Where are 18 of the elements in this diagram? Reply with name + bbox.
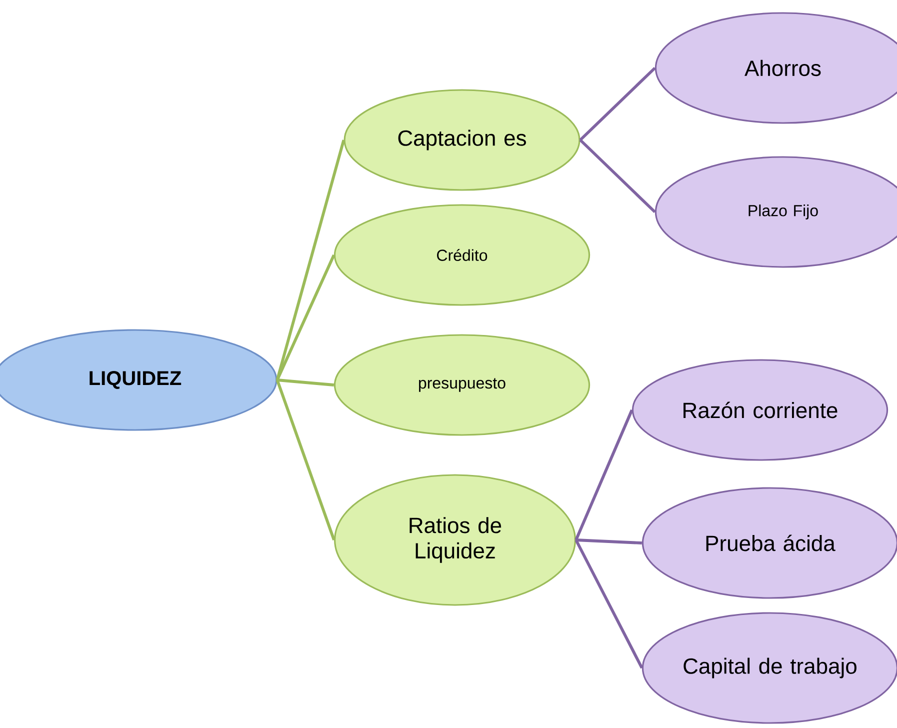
connector-line (276, 254, 336, 381)
connector-line (276, 380, 336, 540)
connector-line (276, 140, 346, 380)
connector-line (277, 378, 334, 386)
connector-line (576, 538, 642, 544)
ellipse-node: presupuesto (334, 334, 590, 436)
ellipse-node: Ratios de Liquidez (334, 474, 576, 606)
ellipse-node: Prueba ácida (642, 487, 897, 599)
ellipse-node: Captacion es (344, 89, 580, 191)
ellipse-node: Razón corriente (632, 359, 888, 461)
ellipse-node: Crédito (334, 204, 590, 306)
ellipse-node: Ahorros (654, 12, 897, 124)
connector-line (574, 539, 644, 669)
ellipse-node: Capital de trabajo (642, 612, 897, 724)
ellipse-node: Plazo Fijo (654, 156, 897, 268)
connector-line (579, 66, 656, 142)
connector-line (574, 409, 634, 541)
connector-line (579, 138, 656, 214)
